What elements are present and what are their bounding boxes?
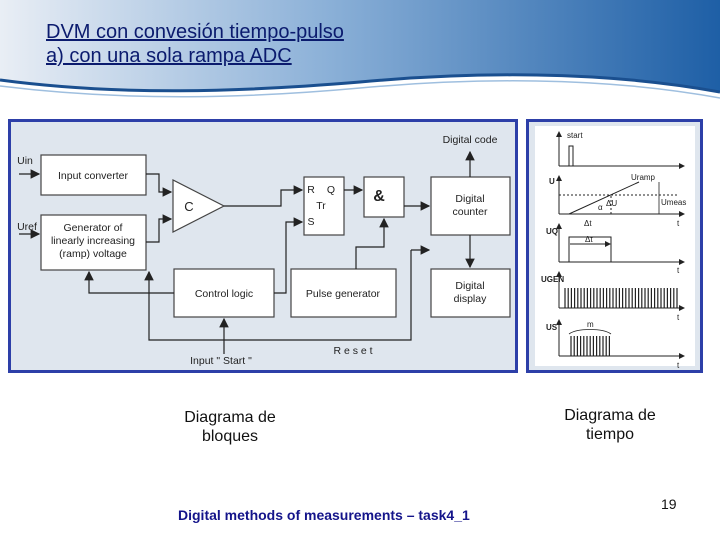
generator-label-3: (ramp) voltage (59, 248, 127, 260)
display-label-2: display (454, 293, 487, 305)
t-label-2: t (677, 266, 680, 275)
uramp-label: Uramp (631, 173, 656, 182)
counter-label-1: Digital (455, 193, 484, 205)
and-gate-block (363, 176, 405, 218)
delta-u-label: ΔU (606, 199, 617, 208)
block-diagram: Uin Uref Input converter Generator of li… (17, 134, 511, 367)
u-label: U (549, 177, 555, 186)
generator-label-1: Generator of (64, 222, 123, 234)
footer-text: Digital methods of measurements – task4_… (178, 507, 470, 523)
flip-flop-block (303, 176, 345, 236)
delta-t-label-2: Δt (585, 235, 593, 244)
t-label-3: t (677, 313, 680, 322)
ff-s-label: S (307, 216, 314, 228)
generator-label-2: linearly increasing (51, 235, 135, 247)
timing-diagram: start U Uramp Umeas α ΔU Δt t UQ Δt t UG… (535, 126, 695, 370)
caption-left-line-2: bloques (201, 428, 259, 445)
caption-timing-diagram: Diagrama de tiempo (540, 406, 680, 444)
t-label-4: t (677, 361, 680, 370)
title-line-2: a) con una sola rampa ADC (46, 45, 292, 67)
m-label: m (587, 320, 594, 329)
caption-block-diagram: Diagrama de bloques (160, 408, 300, 446)
ff-tr-label: Tr (316, 200, 326, 212)
ff-q-label: Q (327, 184, 335, 196)
ff-r-label: R (307, 184, 315, 196)
title-line-1: DVM con convesión tiempo-pulso (46, 21, 344, 43)
page-number: 19 (661, 496, 677, 512)
alpha-label: α (598, 203, 603, 212)
timing-diagram-panel: start U Uramp Umeas α ΔU Δt t UQ Δt t UG… (526, 119, 703, 373)
input-converter-label: Input converter (58, 170, 129, 182)
caption-right-line-2: tiempo (585, 426, 635, 443)
comparator-triangle (172, 179, 226, 233)
caption-left-line-1: Diagrama de (184, 409, 276, 426)
and-gate-label: & (373, 188, 385, 205)
uq-label: UQ (546, 227, 558, 236)
uin-label: Uin (17, 155, 33, 167)
pulse-generator-label: Pulse generator (306, 288, 381, 300)
reset-label: R e s e t (333, 345, 372, 357)
header-banner (0, 0, 720, 110)
us-label: US (546, 323, 558, 332)
control-logic-block (173, 268, 275, 318)
start-label: start (567, 131, 583, 140)
caption-right-line-1: Diagrama de (564, 407, 656, 424)
slide-title: DVM con convesión tiempo-pulso a) con un… (46, 20, 344, 68)
block-diagram-panel: Uin Uref Input converter Generator of li… (8, 119, 518, 373)
uref-label: Uref (17, 221, 37, 233)
digital-counter-block (430, 176, 511, 236)
t-label-1: t (677, 219, 680, 228)
input-converter-block (40, 154, 147, 196)
ugen-label: UGEN (541, 275, 564, 284)
umeas-label: Umeas (661, 198, 686, 207)
delta-t-label-1: Δt (584, 219, 592, 228)
control-logic-label: Control logic (195, 288, 253, 300)
comparator-label: C (184, 199, 193, 214)
counter-label-2: counter (452, 206, 488, 218)
ramp-generator-block (40, 214, 147, 271)
display-label-1: Digital (455, 280, 484, 292)
digital-display-block (430, 268, 511, 318)
pulse-generator-block (290, 268, 397, 318)
input-start-label: Input " Start " (190, 355, 252, 367)
digital-code-label: Digital code (443, 134, 498, 146)
